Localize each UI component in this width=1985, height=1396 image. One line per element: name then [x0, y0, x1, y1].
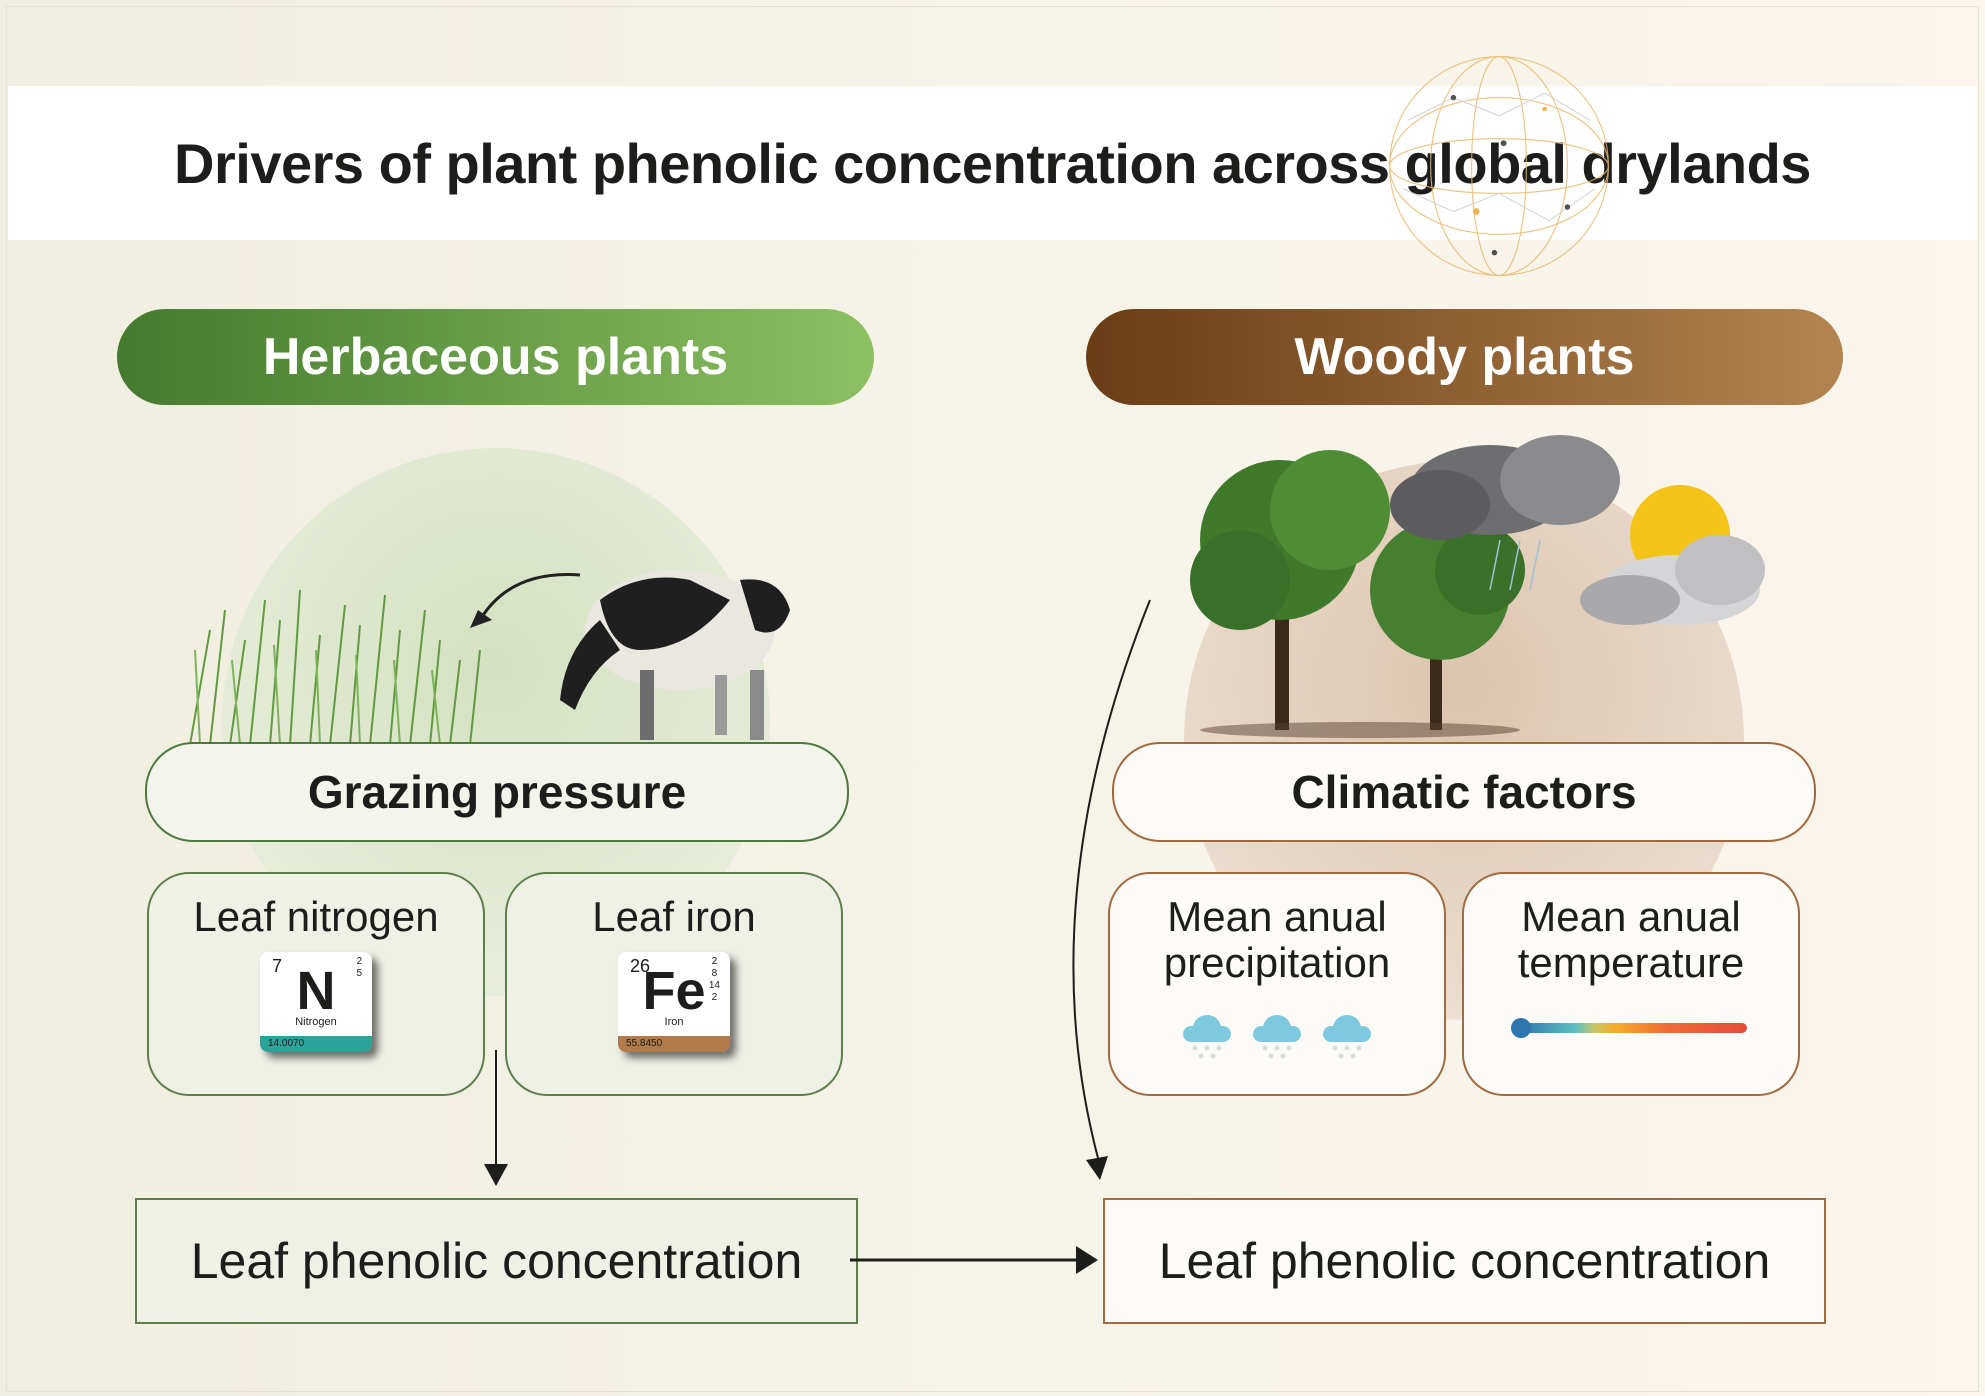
- climatic-factors-box: Climatic factors: [1112, 742, 1816, 842]
- element-name: Nitrogen: [295, 1016, 337, 1028]
- climate-trees-illustration: [1190, 435, 1765, 738]
- thermometer-scale-icon: [1511, 1018, 1747, 1038]
- atomic-mass: 55.8450: [618, 1036, 730, 1052]
- figure-frame: [6, 6, 1979, 1392]
- atomic-mass: 14.0070: [260, 1036, 372, 1052]
- arrow-to-grass-icon: [478, 573, 581, 621]
- figure-title: Drivers of plant phenolic concentration …: [174, 131, 1811, 195]
- element-name: Iron: [664, 1016, 684, 1028]
- atomic-number: 26: [630, 956, 651, 976]
- rain-cloud-icons: [1179, 1006, 1375, 1062]
- element-symbol: Fe: [642, 961, 706, 1021]
- woody-leaf-phenolic-box: Leaf phenolic concentration: [1103, 1198, 1826, 1324]
- sun-cloud-illustration: [1580, 535, 1765, 625]
- leaf-iron-label: Leaf iron: [592, 893, 756, 940]
- globe-network-icon: [1388, 55, 1610, 277]
- rain-cloud-illustration: [1390, 435, 1620, 591]
- grass-icon: [189, 589, 481, 746]
- rain-cloud-icon: [1253, 1015, 1301, 1059]
- element-symbol: N: [296, 961, 336, 1021]
- herbaceous-leaf-phenolic-box: Leaf phenolic concentration: [135, 1198, 858, 1324]
- grazing-pressure-box: Grazing pressure: [145, 742, 849, 842]
- atomic-number: 7: [272, 956, 283, 976]
- woody-plants-header: Woody plants: [1086, 309, 1843, 405]
- cow-icon: [560, 570, 790, 740]
- trees-icon: [1190, 450, 1525, 738]
- rain-cloud-icon: [1323, 1015, 1371, 1059]
- leaf-nitrogen-label: Leaf nitrogen: [193, 893, 439, 940]
- grazing-illustration: [189, 570, 790, 746]
- herbaceous-plants-header: Herbaceous plants: [117, 309, 874, 405]
- title-band: Drivers of plant phenolic concentration …: [8, 86, 1977, 240]
- rain-cloud-icon: [1183, 1015, 1231, 1059]
